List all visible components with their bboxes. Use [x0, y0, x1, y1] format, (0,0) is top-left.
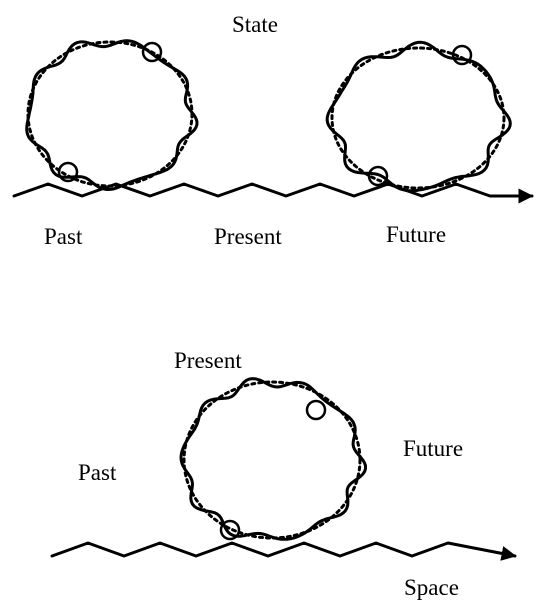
space-label: Space	[404, 575, 459, 600]
bottom-wavy-loop	[179, 377, 367, 541]
space-axis-arrow	[50, 541, 517, 561]
state-label: State	[232, 12, 278, 37]
bottom-lower-marker	[219, 519, 241, 541]
top-past-label: Past	[44, 224, 83, 249]
top-present-label: Present	[214, 224, 282, 249]
top-timeline-arrow	[12, 182, 534, 204]
bottom-upper-marker	[305, 399, 327, 421]
bottom-present-label: Present	[174, 348, 242, 373]
top-right-dotted-circle	[330, 46, 506, 190]
top-left-upper-marker	[141, 41, 163, 63]
top-right-wavy-loop	[325, 40, 512, 193]
top-left-wavy-loop	[25, 39, 199, 191]
top-right-lower-marker	[367, 165, 389, 187]
top-future-label: Future	[386, 222, 447, 247]
top-left-lower-marker	[57, 161, 79, 183]
bottom-past-label: Past	[78, 460, 117, 485]
bottom-future-label: Future	[403, 436, 464, 461]
top-right-upper-marker	[451, 44, 473, 66]
